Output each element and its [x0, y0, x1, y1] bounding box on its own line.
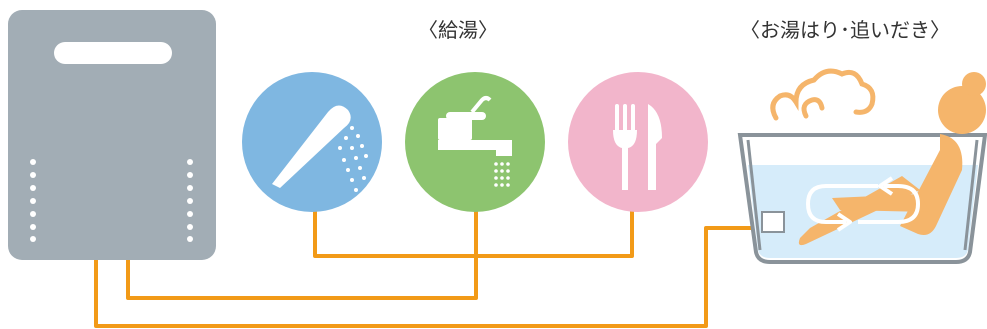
circulation-arrows-icon [805, 176, 921, 232]
hot-water-supply-label: 〈給湯〉 [418, 18, 498, 42]
water-heater-icon [8, 10, 216, 260]
shower-icon [242, 72, 382, 212]
pipe-supply-branch [313, 210, 634, 258]
fork-knife-icon [568, 72, 708, 212]
pipe-bath [94, 226, 752, 328]
pipe-supply-main [126, 210, 478, 300]
pipes [94, 210, 752, 328]
steam-icon [770, 68, 876, 121]
faucet-icon [405, 72, 545, 212]
bath-filling-reheat-label: 〈お湯はり･追いだき〉 [740, 18, 950, 42]
